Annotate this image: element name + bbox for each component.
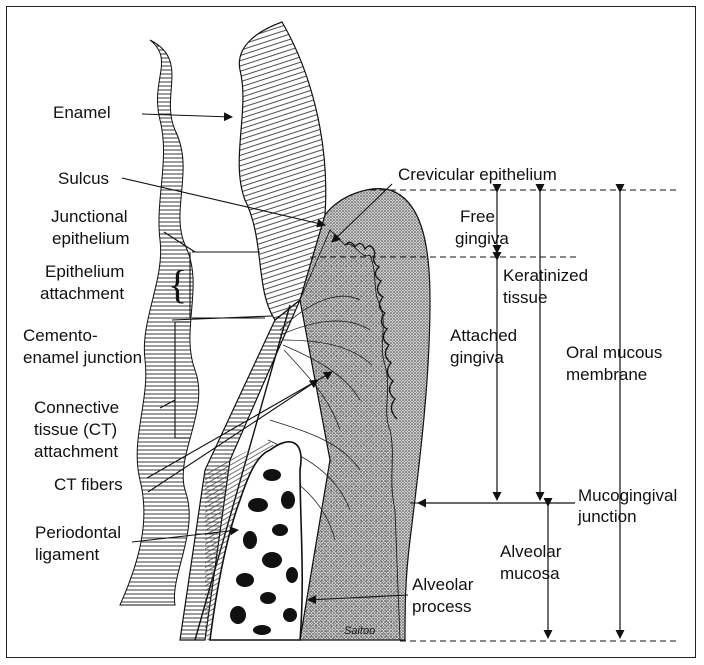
label-junctional-epithelium-1: Junctional bbox=[51, 207, 128, 226]
brace-icon: { bbox=[168, 262, 187, 307]
label-attached-gingiva-1: Attached bbox=[450, 326, 517, 345]
label-mucogingival-2: junction bbox=[577, 507, 637, 526]
label-junctional-epithelium-2: epithelium bbox=[52, 229, 130, 248]
label-ct-attachment-1: Connective bbox=[34, 398, 119, 417]
label-keratinized-tissue-2: tissue bbox=[503, 288, 547, 307]
label-oral-mucous-2: membrane bbox=[566, 365, 647, 384]
label-periodontal-ligament-1: Periodontal bbox=[35, 523, 121, 542]
label-free-gingiva-2: gingiva bbox=[455, 229, 509, 248]
label-keratinized-tissue-1: Keratinized bbox=[503, 266, 588, 285]
label-crevicular-epithelium: Crevicular epithelium bbox=[398, 165, 557, 184]
label-epithelium-attachment-2: attachment bbox=[40, 284, 124, 303]
label-ct-attachment-2: tissue (CT) bbox=[34, 420, 117, 439]
label-free-gingiva-1: Free bbox=[460, 207, 495, 226]
label-alveolar-process-2: process bbox=[412, 597, 472, 616]
label-periodontal-ligament-2: ligament bbox=[35, 545, 100, 564]
label-mucogingival-1: Mucogingival bbox=[578, 486, 677, 505]
label-alveolar-process-1: Alveolar bbox=[412, 575, 474, 594]
label-oral-mucous-1: Oral mucous bbox=[566, 343, 662, 362]
label-cemento-enamel-2: enamel junction bbox=[23, 348, 142, 367]
artist-signature: Saitoo bbox=[344, 625, 375, 637]
label-enamel: Enamel bbox=[53, 103, 111, 122]
label-ct-attachment-3: attachment bbox=[34, 442, 118, 461]
label-epithelium-attachment-1: Epithelium bbox=[45, 262, 124, 281]
label-alveolar-mucosa-1: Alveolar bbox=[500, 542, 562, 561]
label-alveolar-mucosa-2: mucosa bbox=[500, 564, 560, 583]
label-ct-fibers: CT fibers bbox=[54, 475, 123, 494]
label-cemento-enamel-1: Cemento- bbox=[23, 326, 98, 345]
label-attached-gingiva-2: gingiva bbox=[450, 348, 504, 367]
label-sulcus: Sulcus bbox=[58, 169, 109, 188]
